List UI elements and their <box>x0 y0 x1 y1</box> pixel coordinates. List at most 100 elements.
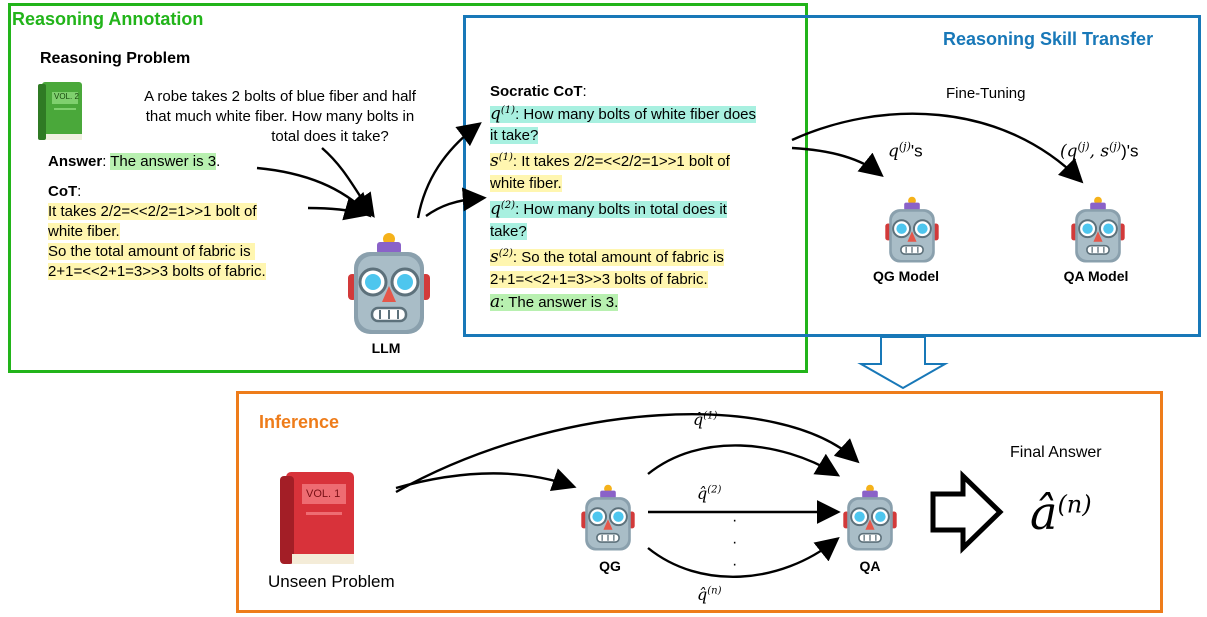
s1-sup: (1) <box>498 152 513 163</box>
q2-line: take? <box>490 223 527 240</box>
red-book-label: VOL. 1 <box>306 488 341 500</box>
q1-line: : How many bolts of white fiber does <box>515 106 757 123</box>
a-symbol: a <box>490 292 501 312</box>
q1-line: it take? <box>490 127 539 144</box>
transfer-title: Reasoning Skill Transfer <box>943 29 1154 49</box>
qa-out-close: )'s <box>1121 141 1139 161</box>
arrow-llm-to-socratic-1 <box>416 122 482 219</box>
s2-line: : So the total amount of fabric is <box>512 249 724 266</box>
ahat-sym: â <box>1030 486 1058 540</box>
qg-output-label: q(j)'s <box>888 140 923 162</box>
dot: · <box>732 556 738 573</box>
transfer-panel <box>463 15 1201 337</box>
qhat1-label: q̂(1) <box>693 410 717 430</box>
arrow-book-to-qg <box>395 468 577 492</box>
problem-line: A robe takes 2 bolts of blue fiber and h… <box>144 88 416 105</box>
q2-line: : How many bolts in total does it <box>515 201 727 218</box>
llm-label: LLM <box>371 340 401 356</box>
qa-out-s-sup: (j) <box>1109 140 1122 153</box>
a-line: : The answer is 3. <box>500 294 619 311</box>
arrow-llm-to-socratic-2 <box>425 187 487 217</box>
q1-sup: (1) <box>500 105 516 116</box>
arrow-qg-to-qa-1 <box>647 444 841 477</box>
fine-tuning-label: Fine-Tuning <box>946 85 1026 102</box>
ahat-sup: (n) <box>1057 490 1092 519</box>
s1-line: : It takes 2/2=<<2/2=1>>1 bolt of <box>512 153 730 170</box>
q2-sup: (2) <box>500 200 516 211</box>
problem-text: A robe takes 2 bolts of blue fiber and h… <box>120 87 440 147</box>
qhat2-sup: (2) <box>707 484 722 496</box>
green-book-label: VOL. 2 <box>54 92 79 101</box>
qa-out-s: s <box>1100 141 1110 162</box>
answer-row: Answer: The answer is 3. <box>48 153 221 170</box>
qa-output-label: (q(j), s(j))'s <box>1060 140 1139 162</box>
robot-icon <box>1070 196 1126 264</box>
q2-symbol: q <box>490 199 501 219</box>
qg-label: QG <box>599 558 621 574</box>
qg-out-sym: q <box>888 141 899 162</box>
dot: · <box>732 534 738 551</box>
hollow-right-arrow-icon <box>930 470 1004 554</box>
cot-line: white fiber. <box>48 223 120 240</box>
cot-text: It takes 2/2=<<2/2=1>>1 bolt of white fi… <box>48 202 266 282</box>
q1-symbol: q <box>490 104 501 124</box>
s1-line: white fiber. <box>490 175 562 192</box>
problem-heading: Reasoning Problem <box>40 50 191 67</box>
annotation-panel <box>8 3 808 373</box>
robot-icon <box>884 196 940 264</box>
qa-model-label: QA Model <box>1063 268 1129 284</box>
ellipsis-dots: · · · <box>732 510 737 576</box>
inference-panel <box>236 391 1163 613</box>
socratic-heading: Socratic CoT <box>490 83 583 100</box>
cot-line: So the total amount of fabric is <box>48 243 255 260</box>
arrow-problem-to-llm <box>321 147 375 218</box>
arrow-socratic-to-qg-model <box>791 146 884 177</box>
qg-out-suffix: 's <box>910 141 923 161</box>
dot: · <box>732 512 738 529</box>
s1-symbol: s <box>490 151 499 171</box>
qa-out-q: q <box>1066 141 1078 162</box>
answer-text: The answer is 3 <box>110 153 217 170</box>
robot-icon <box>346 232 432 336</box>
qhat2-sym: q̂ <box>697 484 708 503</box>
ahat-label: â(n) <box>1030 486 1092 540</box>
qg-out-sup: (j) <box>898 140 911 153</box>
hollow-down-arrow-icon <box>857 336 949 390</box>
unseen-problem-label: Unseen Problem <box>268 572 395 591</box>
answer-label: Answer <box>48 153 103 170</box>
qa-out-open: ( <box>1060 141 1067 162</box>
annotation-title: Reasoning Annotation <box>12 9 204 29</box>
cot-line: 2+1=<<2+1=3>>3 bolts of fabric. <box>48 263 266 280</box>
arrow-socratic-to-qa-model <box>791 112 1084 184</box>
s2-sup: (2) <box>498 248 513 259</box>
qhatn-label: q̂(n) <box>697 585 722 605</box>
arrow-book-to-qa <box>395 413 860 494</box>
qhat1-sup: (1) <box>703 410 718 422</box>
s2-line: 2+1=<<2+1=3>>3 bolts of fabric. <box>490 271 708 288</box>
socratic-text: q(1): How many bolts of white fiber does… <box>490 100 800 315</box>
red-book-icon: VOL. 1 <box>268 468 358 568</box>
qhat1-sym: q̂ <box>693 410 704 429</box>
cot-label: CoT <box>48 183 78 200</box>
cot-label-row: CoT: <box>48 183 82 200</box>
qhat2-label: q̂(2) <box>697 484 721 504</box>
qhatn-sym: q̂ <box>697 585 708 604</box>
problem-line: that much white fiber. How many bolts in <box>145 108 415 125</box>
problem-line: total does it take? <box>271 128 389 145</box>
qhatn-sup: (n) <box>707 585 722 597</box>
qa-out-sep: , <box>1089 141 1101 162</box>
qa-out-q-sup: (j) <box>1077 140 1090 153</box>
s2-symbol: s <box>490 247 499 267</box>
cot-line: It takes 2/2=<<2/2=1>>1 bolt of <box>48 203 257 220</box>
robot-icon <box>842 484 898 552</box>
robot-icon <box>580 484 636 552</box>
arrow-cot-to-llm <box>307 197 369 221</box>
qg-model-label: QG Model <box>872 268 940 284</box>
qa-label: QA <box>859 558 881 574</box>
inference-title: Inference <box>259 412 340 432</box>
final-answer-label: Final Answer <box>1010 444 1102 461</box>
arrow-qg-to-qa-n <box>647 536 840 579</box>
socratic-heading-row: Socratic CoT: <box>490 83 587 100</box>
green-book-icon: VOL. 2 <box>36 80 86 142</box>
